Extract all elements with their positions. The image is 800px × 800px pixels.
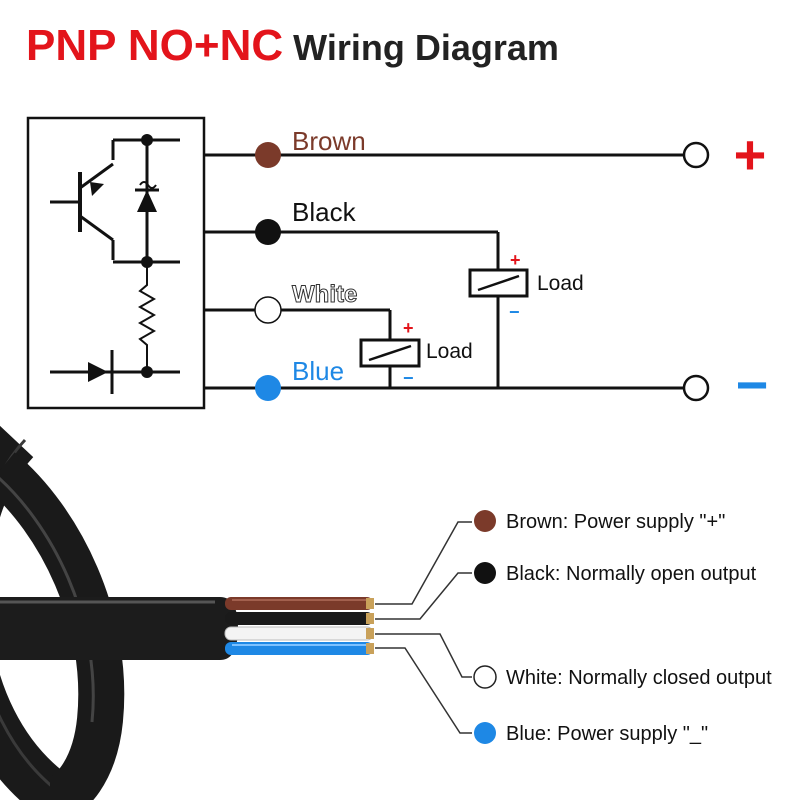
- legend-blue-dot: [474, 722, 496, 744]
- legend-white-dot: [473, 665, 497, 689]
- blue-wire-dot: [255, 375, 281, 401]
- legend-blue-text: Blue: Power supply "_": [506, 723, 708, 745]
- load2-minus: −: [403, 368, 414, 388]
- load1-minus: −: [509, 302, 520, 322]
- positive-terminal: [682, 141, 710, 169]
- load1-label: Load: [537, 272, 584, 295]
- load2-label: Load: [426, 340, 473, 363]
- load1-plus: +: [510, 250, 521, 270]
- schematic: [26, 116, 710, 410]
- blue-wire-label: Blue: [292, 356, 344, 386]
- positive-symbol: +: [734, 123, 767, 186]
- brown-wire-label: Brown: [292, 126, 366, 156]
- load-box-1: [468, 268, 529, 298]
- negative-terminal: [682, 374, 710, 402]
- sensor-box: [26, 116, 206, 410]
- title-prefix: PNP NO+NC: [26, 21, 284, 70]
- black-wire-dot: [255, 219, 281, 245]
- legend-brown-dot: [474, 510, 496, 532]
- white-wire-label: White: [292, 281, 357, 308]
- legend-brown-text: Brown: Power supply "+": [506, 511, 725, 533]
- legend-black-text: Black: Normally open output: [506, 563, 757, 585]
- white-wire-dot: [254, 296, 282, 324]
- black-wire-label: Black: [292, 197, 357, 227]
- legend-white-text: White: Normally closed output: [506, 667, 772, 689]
- title-main: Wiring Diagram: [293, 27, 559, 68]
- brown-wire-dot: [255, 142, 281, 168]
- negative-symbol: −: [736, 353, 769, 416]
- cable-illustration: [0, 425, 472, 800]
- legend-black-dot: [474, 562, 496, 584]
- load2-plus: +: [403, 318, 414, 338]
